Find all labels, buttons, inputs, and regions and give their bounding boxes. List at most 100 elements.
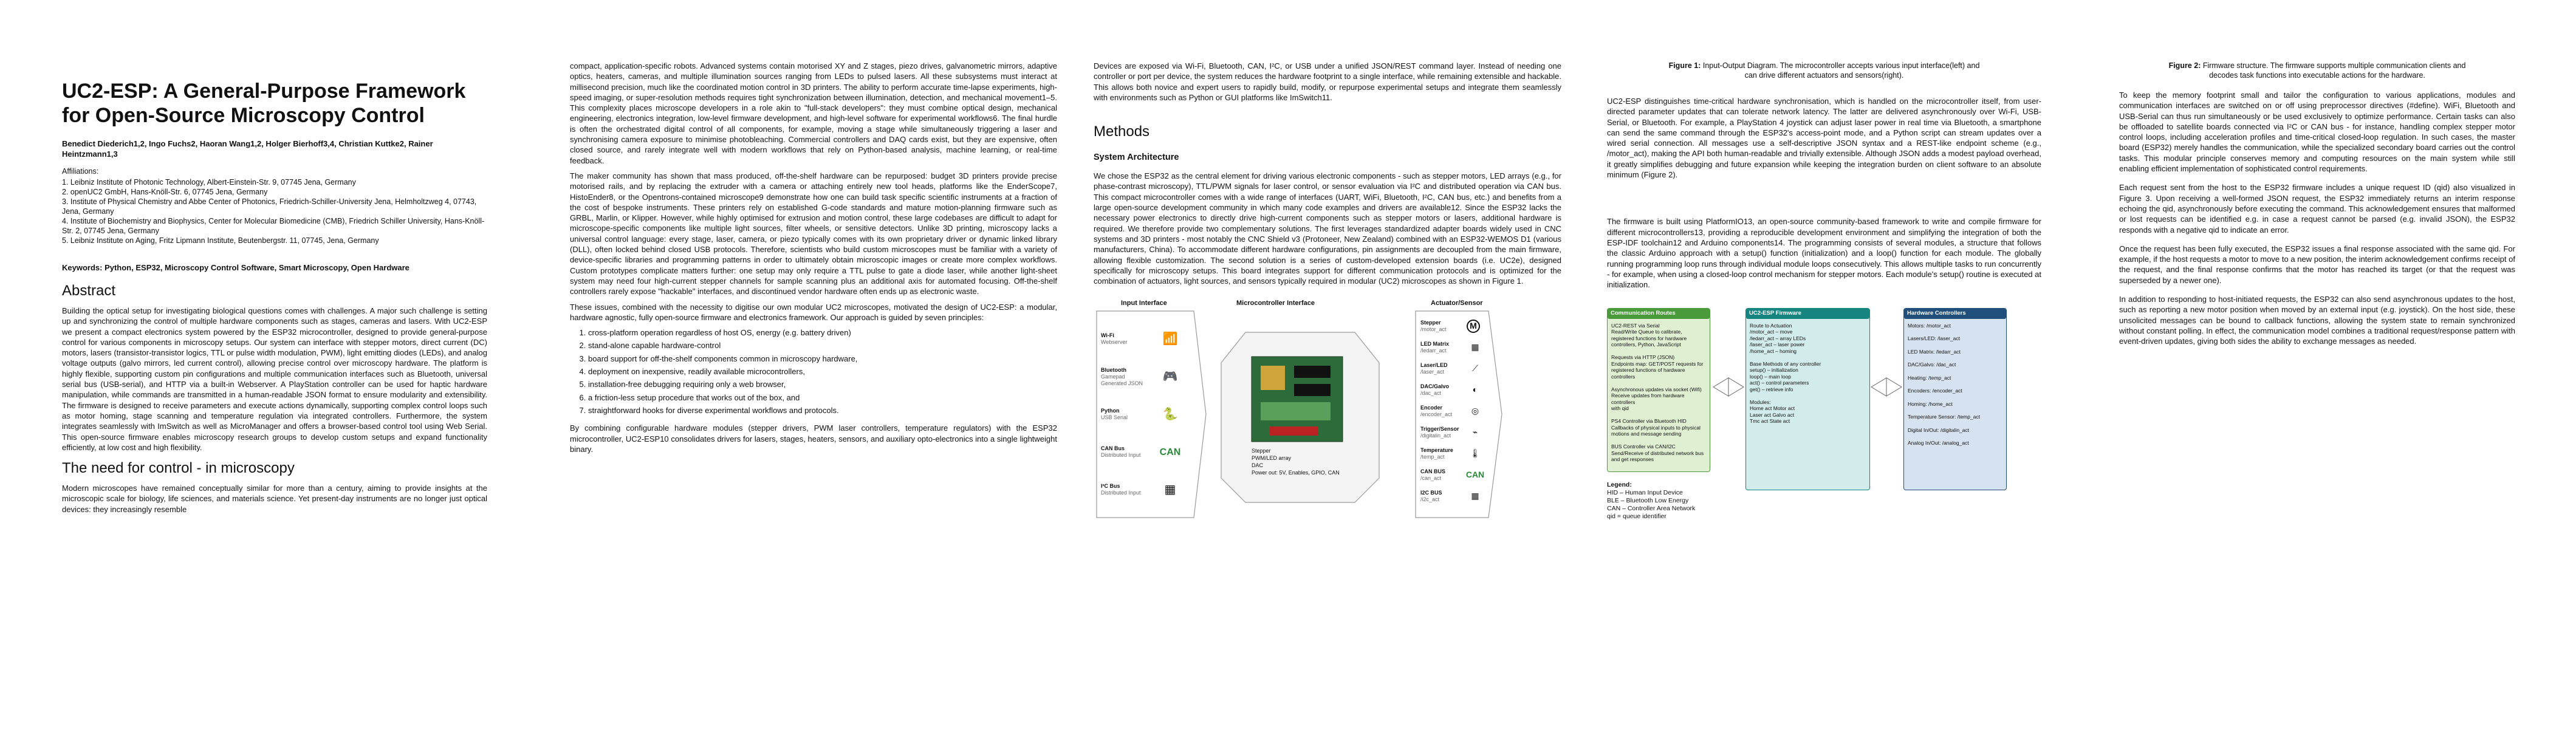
abstract-heading: Abstract xyxy=(62,282,116,299)
figure-2-caption: Figure 2: Firmware structure. The firmwa… xyxy=(2119,61,2515,80)
actuator-name: I2C BUS xyxy=(1420,489,1442,496)
comm-route-line: Callbacks of physical inputs to physical xyxy=(1611,424,1701,431)
firmware-heading: UC2-ESP Firmware xyxy=(1746,309,1869,319)
i2c-icon: ▦ xyxy=(1164,482,1176,496)
firmware-line: Tmc act State act xyxy=(1750,418,1790,425)
firmware-line xyxy=(1750,354,1866,361)
actuator-icon: ▦ xyxy=(1471,342,1479,352)
actuator-row: I2C BUS/i2c_act▦ xyxy=(1420,485,1493,507)
firmware-line: /home_act – homing xyxy=(1750,347,1797,354)
micro-label: DAC xyxy=(1252,462,1264,469)
actuator-text: Encoder/encoder_act xyxy=(1420,405,1463,418)
actuator-row: Trigger/Sensor/digitalin_act ⌁ xyxy=(1420,422,1493,443)
firmware-line: /laser_act – laser power xyxy=(1750,341,1805,348)
principle-item: cross-platform operation regardless of h… xyxy=(588,327,1057,338)
modules-paragraph: To keep the memory footprint small and t… xyxy=(2119,91,2515,174)
figure-1-input-heading: Input Interface xyxy=(1121,299,1167,307)
actuator-icon: M xyxy=(1467,319,1480,333)
gamepad-icon: 🎮 xyxy=(1162,369,1178,383)
hardware-line: Homing: /home_act xyxy=(1908,400,1953,407)
architecture-paragraph: We chose the ESP32 as the central elemen… xyxy=(1094,171,1561,286)
actuator-name: Trigger/Sensor xyxy=(1420,425,1459,432)
actuator-endpoint: /ledarr_act xyxy=(1420,347,1447,354)
affiliation-item: 3. Institute of Physical Chemistry and A… xyxy=(62,197,477,216)
actuator-row: Encoder/encoder_act ◎ xyxy=(1420,400,1493,422)
affiliation-item: 2. openUC2 GmbH, Hans-Knöll-Str. 6, 0774… xyxy=(62,188,268,196)
firmware-line: Modules: xyxy=(1750,399,1771,405)
figure-2-caption-text: Firmware structure. The firmware support… xyxy=(2202,61,2466,80)
actuator-icon: ◎ xyxy=(1471,406,1479,416)
intro-paragraph-2: The maker community has shown that mass … xyxy=(570,171,1057,296)
principle-item: stand-alone capable hardware-control xyxy=(588,340,1057,351)
actuator-icon: ⌁ xyxy=(1472,427,1478,437)
firmware-line: /ledarr_act – array LEDs xyxy=(1750,335,1806,341)
actuator-icon: CAN xyxy=(1465,470,1485,480)
comm-route-line: Receive updates from hardware controller… xyxy=(1611,392,1685,405)
firmware-line: act() – control parameters xyxy=(1750,380,1809,386)
figure-1-frames xyxy=(1096,310,1502,519)
input-interface-sub: Webserver xyxy=(1101,339,1128,346)
hardware-line: Encoders: /encoder_act xyxy=(1908,388,1962,394)
affiliation-item: 5. Leibniz Institute on Aging, Fritz Lip… xyxy=(62,236,379,245)
affiliations-label: Affiliations: xyxy=(62,167,99,176)
principles-list: cross-platform operation regardless of h… xyxy=(570,327,1057,416)
comm-route-line: with qid xyxy=(1611,405,1629,412)
actuator-name: Stepper xyxy=(1420,319,1441,326)
firmware-line xyxy=(1750,392,1866,399)
comm-route-line: motions and message sending xyxy=(1611,431,1682,437)
actuator-row: Laser/LED/laser_act⟋ xyxy=(1420,358,1493,379)
micro-label: Power out: 5V, Enables, GPIO, CAN xyxy=(1252,470,1340,476)
comm-route-line: Asynchronous updates via socket (Wifi) xyxy=(1611,386,1702,392)
final-response-paragraph: Once the request has been fully executed… xyxy=(2119,244,2515,285)
need-text: Modern microscopes have remained concept… xyxy=(62,484,487,514)
actuator-name: Encoder xyxy=(1420,404,1443,411)
firmware-line: Laser act Galvo act xyxy=(1750,411,1795,418)
actuator-endpoint: /encoder_act xyxy=(1420,411,1453,417)
actuator-text: DAC/Galvo/dac_act xyxy=(1420,383,1463,397)
actuator-name: Temperature xyxy=(1420,447,1453,453)
figure-1: Input Interface Microcontroller Interfac… xyxy=(1094,296,1519,521)
comm-routes-box: Communication Routes UC2-REST via Serial… xyxy=(1607,308,1710,473)
actuator-name: Laser/LED xyxy=(1420,361,1448,368)
actuator-text: CAN BUS/can_act xyxy=(1420,468,1463,482)
actuator-text: Laser/LED/laser_act xyxy=(1420,362,1463,375)
figure-2-arrows xyxy=(1713,377,1902,397)
page-1: UC2-ESP: A General-Purpose Framework for… xyxy=(0,0,516,729)
page-2: compact, application-specific robots. Ad… xyxy=(516,0,1094,729)
figure-1-micro-heading: Microcontroller Interface xyxy=(1236,299,1315,307)
comm-route-line: PS4 Controller via Bluetooth HID xyxy=(1611,418,1687,425)
input-interface-sub: USB Serial xyxy=(1101,414,1128,421)
principle-item: straightforward hooks for diverse experi… xyxy=(588,405,1057,416)
hardware-heading: Hardware Controllers xyxy=(1904,309,2006,319)
hardware-line: Digital In/Out: /digitalin_act xyxy=(1908,426,1970,433)
input-interface-sub: Gamepad Generated JSON xyxy=(1101,373,1143,386)
hardware-line: Heating: /temp_act xyxy=(1908,374,1951,381)
input-interface-name: I²C Bus xyxy=(1101,483,1120,490)
firmware-line: setup() – initialization xyxy=(1750,367,1798,374)
comm-route-line: Send/Receive of distributed network bus xyxy=(1611,450,1704,456)
principle-item: installation-free debugging requiring on… xyxy=(588,379,1057,389)
input-interface-name: CAN Bus xyxy=(1101,445,1125,452)
system-architecture-heading: System Architecture xyxy=(1094,152,1179,163)
actuator-endpoint: /digitalin_act xyxy=(1420,432,1451,439)
actuator-icon: 🌡 xyxy=(1470,448,1481,459)
principle-item: board support for off-the-shelf componen… xyxy=(588,354,1057,364)
actuator-text: Trigger/Sensor/digitalin_act xyxy=(1420,426,1463,439)
page-3: Devices are exposed via Wi-Fi, Bluetooth… xyxy=(1094,0,1580,729)
hardware-line: Analog In/Out: /analog_act xyxy=(1908,440,1969,447)
qid-paragraph: Each request sent from the host to the E… xyxy=(2119,183,2515,234)
comm-routes-heading: Communication Routes xyxy=(1608,309,1710,319)
platformio-paragraph: The firmware is built using PlatformIO13… xyxy=(1607,217,2041,290)
actuator-row: DAC/Galvo/dac_act◐ xyxy=(1420,379,1493,400)
